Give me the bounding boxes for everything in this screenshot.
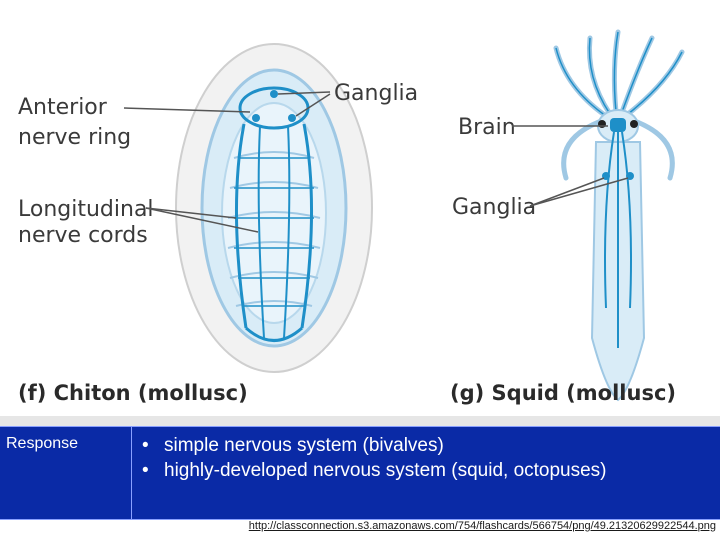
chiton-nerve-cord-inner-left <box>257 125 265 339</box>
section-divider <box>0 416 720 426</box>
pointer-anterior-ring <box>123 107 251 113</box>
chiton-ganglion-left <box>252 114 260 122</box>
pointer-longitudinal-2 <box>145 207 259 233</box>
nervous-system-figure: Anterior nerve ring Ganglia Longitudinal… <box>6 8 712 414</box>
response-label: Response <box>6 435 79 452</box>
squid-mantle-nerves <box>604 131 632 348</box>
response-bullet-1: simple nervous system (bivalves) <box>142 433 712 458</box>
response-bullet-2: highly-developed nervous system (squid, … <box>142 458 712 483</box>
label-chiton-ganglia: Ganglia <box>334 81 418 106</box>
squid-eye-right <box>630 120 638 128</box>
label-longitudinal-line2: nerve cords <box>18 223 148 248</box>
chiton-posterior-loop <box>245 326 303 342</box>
label-anterior-line2: nerve ring <box>18 125 131 150</box>
caption-chiton: (f) Chiton (mollusc) <box>18 381 248 405</box>
pointer-chiton-ganglia-1 <box>277 91 331 95</box>
label-longitudinal-line1: Longitudinal <box>18 197 154 222</box>
squid-eye-left <box>598 120 606 128</box>
response-bullets: simple nervous system (bivalves) highly-… <box>142 433 712 483</box>
chiton-connectives <box>234 157 314 307</box>
chiton-ganglion-right <box>288 114 296 122</box>
pointer-longitudinal-1 <box>145 207 237 219</box>
chiton-nerve-cord-right <box>300 123 314 329</box>
response-box: Response simple nervous system (bivalves… <box>0 426 720 520</box>
squid-tentacle-nerves <box>555 31 683 117</box>
chiton-illustration <box>175 43 373 373</box>
pointer-chiton-ganglia-2 <box>295 93 331 117</box>
squid-illustration <box>553 29 685 402</box>
caption-squid: (g) Squid (mollusc) <box>450 381 676 405</box>
pointer-squid-ganglia-1 <box>529 177 605 207</box>
label-brain: Brain <box>458 115 516 140</box>
chiton-nerve-cord-left <box>234 123 248 329</box>
source-link[interactable]: http://classconnection.s3.amazonaws.com/… <box>248 520 716 532</box>
chiton-ganglion-top <box>270 90 278 98</box>
chiton-nerve-cord-inner-right <box>283 125 291 339</box>
label-squid-ganglia: Ganglia <box>452 195 536 220</box>
label-anterior-line1: Anterior <box>18 95 108 120</box>
response-separator <box>131 427 132 519</box>
squid-brain <box>610 118 626 132</box>
pointer-squid-ganglia-2 <box>529 177 629 207</box>
figure-svg: Anterior nerve ring Ganglia Longitudinal… <box>18 29 685 405</box>
